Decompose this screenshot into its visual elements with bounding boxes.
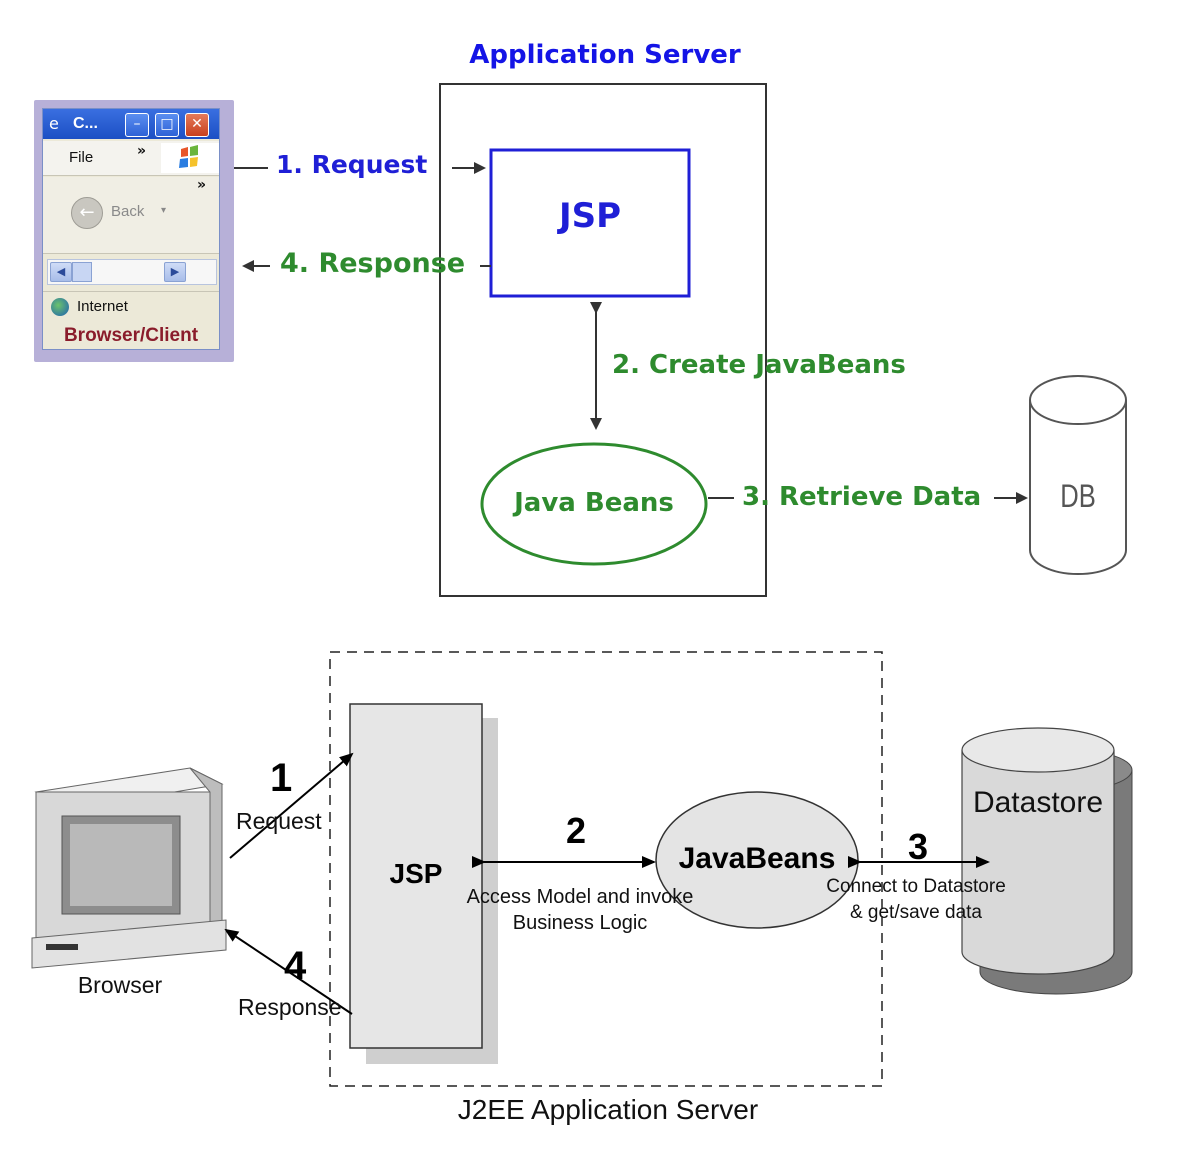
step2-text-line2: Business Logic <box>512 912 648 934</box>
jsp-panel <box>349 703 483 1049</box>
back-button-label[interactable]: Back <box>111 203 145 220</box>
top-diagram-shapes <box>234 83 1127 597</box>
response-arrow-bottom <box>224 928 353 1015</box>
bottom-diagram-shapes <box>31 651 1133 1087</box>
minimize-icon[interactable]: – <box>125 113 149 137</box>
step4-response-text: Response <box>238 994 342 1020</box>
menu-chevron-icon[interactable]: » <box>137 143 147 159</box>
toolbar-chevron-icon[interactable]: » <box>197 177 207 193</box>
ie-logo-icon: e <box>49 114 59 133</box>
globe-icon <box>51 298 69 316</box>
browser-client-window: e C... – □ ✕ File » » ← Back ▾ ◀ <box>34 100 234 362</box>
browser-client-caption: Browser/Client <box>63 325 199 346</box>
j2ee-server-label: J2EE Application Server <box>457 1094 759 1125</box>
close-icon[interactable]: ✕ <box>185 113 209 137</box>
back-dropdown-icon[interactable]: ▾ <box>161 205 167 216</box>
status-text: Internet <box>77 298 128 315</box>
toolbar: » ← Back ▾ <box>43 177 219 254</box>
db-label: DB <box>1060 478 1096 514</box>
application-server-title: Application Server <box>469 40 741 70</box>
db-cylinder <box>1029 375 1127 575</box>
datastore-cylinder <box>961 727 1133 995</box>
maximize-icon[interactable]: □ <box>155 113 179 137</box>
jsp-box <box>489 148 691 298</box>
step2-create-javabeans-label: 2. Create JavaBeans <box>612 350 906 380</box>
scroll-right-icon[interactable]: ▶ <box>164 262 186 282</box>
browser-label: Browser <box>77 972 163 998</box>
datastore-label: Datastore <box>972 786 1104 819</box>
horizontal-scrollbar[interactable]: ◀ ▶ <box>47 259 217 285</box>
menu-file[interactable]: File <box>69 149 94 166</box>
java-beans-label: Java Beans <box>514 488 674 518</box>
step1-request-label: 1. Request <box>276 150 428 179</box>
request-arrow-bottom <box>229 752 354 859</box>
step2-number: 2 <box>566 810 587 851</box>
j2ee-server-dashed-box <box>329 651 883 1087</box>
step3-number: 3 <box>908 826 929 867</box>
scroll-thumb[interactable] <box>72 262 92 282</box>
step3-retrieve-data-label: 3. Retrieve Data <box>742 482 982 512</box>
status-bar: Internet <box>43 291 219 322</box>
back-arrow-icon[interactable]: ← <box>71 197 103 229</box>
step4-response-label: 4. Response <box>280 248 466 279</box>
window-title: C... <box>73 115 98 132</box>
application-server-box <box>439 83 767 597</box>
computer-icon <box>31 767 227 969</box>
step1-number: 1 <box>270 756 293 800</box>
java-beans-ellipse <box>480 442 708 566</box>
step2-text-line1: Access Model and invoke <box>466 886 694 908</box>
step4-number: 4 <box>284 944 307 988</box>
step1-request-text: Request <box>236 808 322 834</box>
javabeans-label: JavaBeans <box>678 842 836 875</box>
step3-text-line1: Connect to Datastore <box>826 876 1006 897</box>
jsp-panel-label: JSP <box>389 858 443 889</box>
windows-flag-icon <box>161 143 219 173</box>
step3-text-line2: & get/save data <box>849 902 983 923</box>
window-titlebar: e C... – □ ✕ <box>43 109 219 139</box>
jsp-label: JSP <box>558 196 622 236</box>
scroll-left-icon[interactable]: ◀ <box>50 262 72 282</box>
